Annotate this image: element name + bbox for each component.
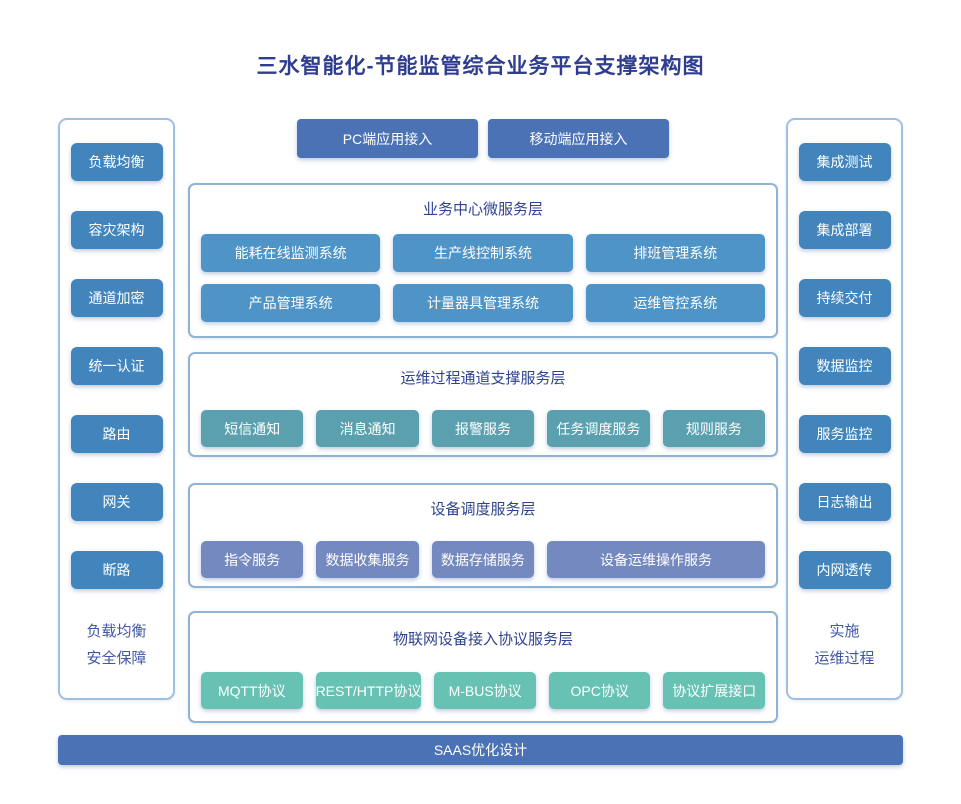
section-channel-row: 短信通知 消息通知 报警服务 任务调度服务 规则服务 (201, 410, 766, 447)
access-button-row: PC端应用接入 移动端应用接入 (188, 119, 778, 158)
section-iot-title: 物联网设备接入协议服务层 (392, 631, 573, 648)
section-business-microservices: 业务中心微服务层 能耗在线监测系统 生产线控制系统 排班管理系统 产品管理系统 … (188, 183, 778, 338)
data-storage-service-box: 数据存储服务 (431, 541, 535, 578)
left-panel-caption: 负载均衡 安全保障 (60, 618, 173, 672)
left-caption-line-2: 安全保障 (86, 650, 147, 667)
right-panel: 集成测试 集成部署 持续交付 数据监控 服务监控 日志输出 内网透传 实施 运维… (786, 118, 903, 700)
page-title: 三水智能化-节能监管综合业务平台支撑架构图 (256, 55, 705, 78)
section-channel-support: 运维过程通道支撑服务层 短信通知 消息通知 报警服务 任务调度服务 规则服务 (188, 352, 778, 457)
right-item-service-monitoring: 服务监控 (798, 415, 891, 453)
right-item-integration-deploy: 集成部署 (798, 211, 891, 249)
pc-access-button: PC端应用接入 (297, 119, 478, 158)
energy-monitoring-system-box: 能耗在线监测系统 (201, 234, 381, 272)
right-item-continuous-delivery: 持续交付 (798, 279, 891, 317)
right-item-intranet-passthrough: 内网透传 (798, 551, 891, 589)
left-item-disaster-recovery: 容灾架构 (70, 211, 163, 249)
right-caption-line-1: 实施 (829, 623, 860, 640)
left-item-load-balancing: 负载均衡 (70, 143, 163, 181)
message-notify-box: 消息通知 (316, 410, 419, 447)
right-item-data-monitoring: 数据监控 (798, 347, 891, 385)
rest-http-protocol-box: REST/HTTP协议 (315, 672, 422, 709)
section-device-scheduling: 设备调度服务层 指令服务 数据收集服务 数据存储服务 设备运维操作服务 (188, 483, 778, 588)
mqtt-protocol-box: MQTT协议 (201, 672, 303, 709)
right-item-log-output: 日志输出 (798, 483, 891, 521)
shift-management-system-box: 排班管理系统 (585, 234, 765, 272)
mobile-access-button: 移动端应用接入 (488, 119, 669, 158)
right-item-integration-test: 集成测试 (798, 143, 891, 181)
section-channel-title: 运维过程通道支撑服务层 (400, 370, 566, 387)
left-item-unified-auth: 统一认证 (70, 347, 163, 385)
opc-protocol-box: OPC协议 (548, 672, 651, 709)
sms-notify-box: 短信通知 (201, 410, 304, 447)
left-item-channel-encryption: 通道加密 (70, 279, 163, 317)
left-panel: 负载均衡 容灾架构 通道加密 统一认证 路由 网关 断路 负载均衡 安全保障 (58, 118, 175, 700)
product-management-system-box: 产品管理系统 (201, 284, 381, 322)
alarm-service-box: 报警服务 (431, 410, 535, 447)
rule-service-box: 规则服务 (662, 410, 766, 447)
left-item-routing: 路由 (70, 415, 163, 453)
task-scheduling-service-box: 任务调度服务 (547, 410, 650, 447)
m-bus-protocol-box: M-BUS协议 (434, 672, 536, 709)
section-iot-row: MQTT协议 REST/HTTP协议 M-BUS协议 OPC协议 协议扩展接口 (201, 672, 766, 709)
data-collection-service-box: 数据收集服务 (316, 541, 419, 578)
ops-control-system-box: 运维管控系统 (585, 284, 765, 322)
left-item-circuit-breaker: 断路 (70, 551, 163, 589)
left-caption-line-1: 负载均衡 (86, 623, 147, 640)
section-device-title: 设备调度服务层 (430, 501, 536, 518)
section-business-title: 业务中心微服务层 (422, 201, 543, 218)
left-item-gateway: 网关 (70, 483, 163, 521)
section-device-row: 指令服务 数据收集服务 数据存储服务 设备运维操作服务 (201, 541, 766, 578)
production-line-control-system-box: 生产线控制系统 (393, 234, 573, 272)
saas-optimization-bar: SAAS优化设计 (58, 735, 903, 765)
protocol-extension-box: 协议扩展接口 (663, 672, 766, 709)
metering-instrument-system-box: 计量器具管理系统 (393, 284, 573, 322)
command-service-box: 指令服务 (201, 541, 304, 578)
section-business-row-2: 产品管理系统 计量器具管理系统 运维管控系统 (201, 284, 765, 322)
device-ops-service-box: 设备运维操作服务 (547, 541, 766, 578)
right-caption-line-2: 运维过程 (814, 650, 875, 667)
section-iot-protocol: 物联网设备接入协议服务层 MQTT协议 REST/HTTP协议 M-BUS协议 … (188, 611, 778, 723)
section-business-row-1: 能耗在线监测系统 生产线控制系统 排班管理系统 (201, 234, 765, 272)
right-panel-caption: 实施 运维过程 (788, 618, 901, 672)
